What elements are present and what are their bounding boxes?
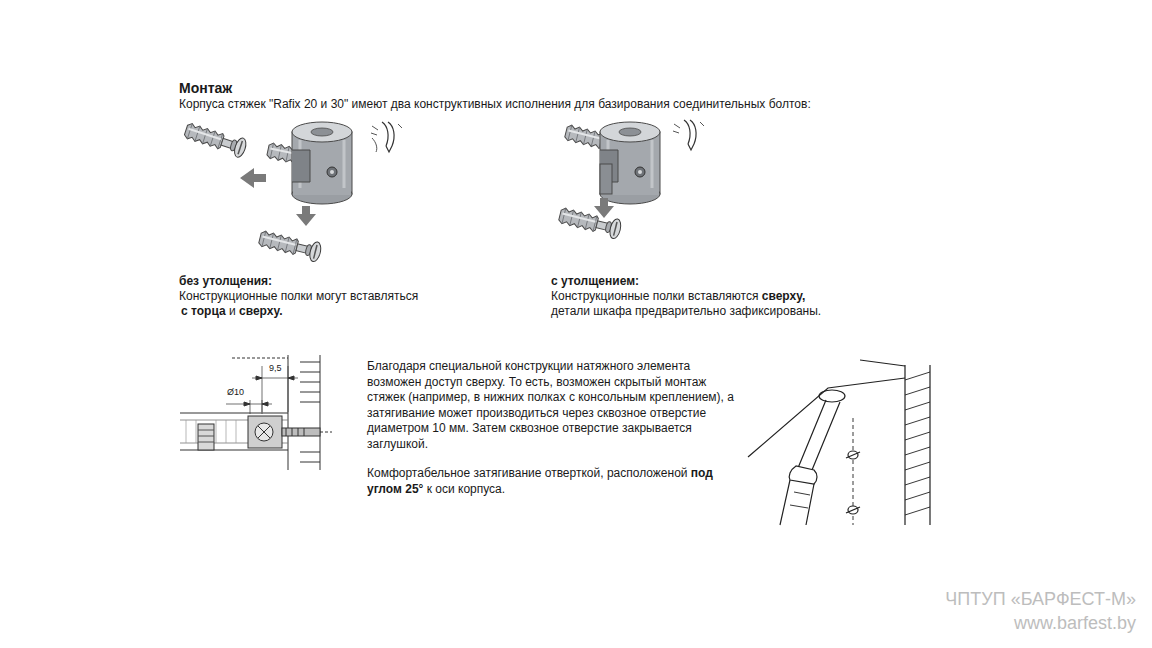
note-text: Благодаря специальной конструкции натяжн…: [367, 359, 734, 451]
watermark: ЧПТУП «БАРФЕСТ-М»: [945, 589, 1136, 609]
note-text: к оси корпуса.: [427, 482, 505, 496]
variant-note: детали шкафа предварительно зафиксирован…: [551, 304, 821, 318]
variant-note: и: [229, 304, 236, 318]
dimension-label: Ø10: [227, 387, 244, 397]
watermark: ЧПТУП «БАРФЕСТ-М»: [945, 589, 1136, 610]
text-block: детали шкафа предварительно зафиксирован…: [551, 304, 821, 320]
text-block: Корпуса стяжек "Rafix 20 и 30" имеют два…: [179, 97, 811, 113]
text-block: Благодаря специальной конструкции натяжн…: [367, 359, 739, 452]
text-block: без утолщения:: [179, 274, 272, 290]
variant-heading: без утолщения:: [179, 274, 272, 288]
text-block: Конструкционные полки вставляются сверху…: [551, 289, 805, 305]
variant-heading: с утолщением:: [551, 274, 639, 288]
heading: Монтаж: [179, 80, 232, 96]
variant-note: Конструкционные полки могут вставляться: [179, 289, 418, 303]
intro-text: Корпуса стяжек "Rafix 20 и 30" имеют два…: [179, 97, 811, 111]
text-block: с утолщением:: [551, 274, 639, 290]
variant-note: .: [279, 304, 282, 318]
variant-note: с торца: [181, 304, 226, 318]
note-text: Комфортабельное затягивание отверткой, р…: [367, 466, 688, 480]
text-block: Монтаж: [179, 80, 232, 97]
watermark: www.barfest.by: [1014, 613, 1136, 634]
dimension-label: 9,5: [269, 363, 282, 373]
variant-note: Конструкционные полки вставляются: [551, 289, 758, 303]
text-block: Ø10: [226, 387, 245, 398]
watermark: www.barfest.by: [1014, 613, 1136, 633]
text-block: Конструкционные полки могут вставляться: [179, 289, 418, 305]
variant-note: сверху,: [762, 289, 806, 303]
text-block: Комфортабельное затягивание отверткой, р…: [367, 466, 727, 497]
text-block: 9,5: [268, 363, 283, 374]
text-block: с торца и сверху.: [181, 304, 283, 320]
variant-note: сверху: [239, 304, 279, 318]
